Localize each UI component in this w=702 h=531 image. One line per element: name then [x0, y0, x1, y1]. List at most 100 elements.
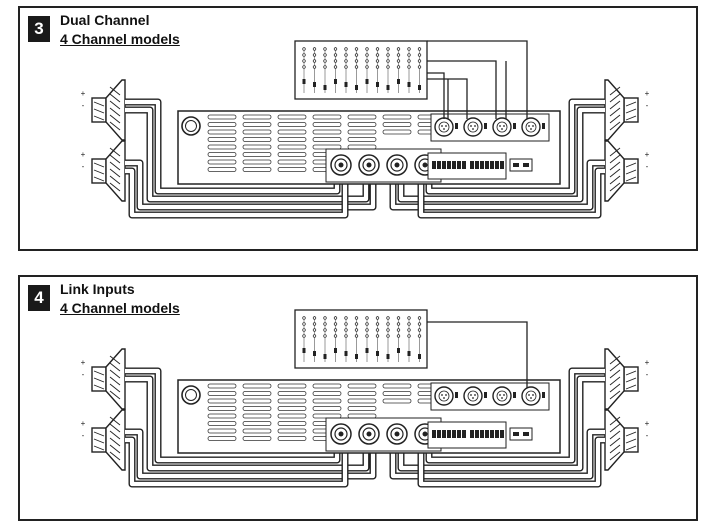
vent-slot [312, 114, 342, 120]
mixer-knob [354, 334, 359, 338]
vent-slot [347, 413, 377, 419]
mixer-fader [418, 85, 421, 90]
mixer-knob [417, 53, 422, 57]
mixer-knob [333, 59, 338, 63]
speaker-cone [604, 140, 625, 202]
speaker-plus-label: + [81, 150, 86, 159]
mixer-knob [323, 47, 327, 51]
vent-slot [277, 167, 307, 172]
dip-switch [470, 161, 474, 169]
mixer-knob [417, 322, 422, 326]
vent-slot [242, 391, 272, 396]
dip-switch [485, 161, 489, 169]
mixer-knob [344, 47, 348, 51]
speaker-hatch [109, 444, 121, 454]
mixer-fader [344, 351, 348, 356]
xlr-pin [530, 128, 532, 130]
mixer-knob [354, 59, 359, 63]
speaker-hatch [609, 376, 621, 386]
xlr-latch [542, 123, 545, 129]
xlr-input-face [496, 390, 508, 402]
vent-slot [277, 421, 307, 426]
dip-switch [490, 161, 494, 169]
vent-slot [347, 383, 377, 389]
mixer-knob [417, 316, 422, 320]
speaker-cone [105, 348, 126, 410]
dip-switch [452, 161, 456, 169]
speaker-hatch [609, 121, 621, 131]
dip-switch [500, 430, 504, 438]
speaker-hatch [109, 362, 121, 372]
mixer-knob [375, 47, 380, 51]
speaker-cable-core [125, 376, 369, 471]
speaker-hatch [625, 115, 637, 121]
speaker-hatch [93, 108, 105, 114]
mixer-knob [386, 47, 390, 51]
mixer-knob [344, 59, 348, 63]
input-cable [427, 72, 445, 119]
dip-switch [475, 430, 479, 438]
vent-slot [242, 122, 272, 127]
mixing-console [294, 309, 428, 369]
mixer-knob [417, 47, 422, 51]
speaker-hatch [625, 445, 637, 451]
vent-slot [277, 159, 307, 165]
speaker-cable-core [125, 368, 340, 463]
speaker-hatch [109, 86, 121, 96]
speaker-minus-label: - [82, 101, 85, 110]
xlr-pin [441, 125, 443, 127]
vent-slot [382, 129, 412, 135]
vent-slot [242, 398, 272, 404]
mixer-knob [333, 322, 338, 326]
mixer-knob [344, 328, 348, 332]
dip-switch [480, 161, 484, 169]
dip-switch [432, 161, 436, 169]
speaker-plus-label: + [645, 150, 650, 159]
mixer-knob [312, 59, 317, 63]
speaker-icon: +- [604, 348, 650, 410]
vent-slot [207, 413, 237, 419]
dip-switch [437, 430, 441, 438]
speaker-cable-core [125, 107, 369, 202]
speaker-hatch [109, 416, 121, 426]
xlr-pin [532, 394, 534, 396]
speaker-icon: +- [81, 409, 126, 471]
speaker-hatch [109, 369, 121, 379]
mixer-knob [386, 322, 390, 326]
speaker-plus-label: + [645, 419, 650, 428]
vent-slot [277, 398, 307, 404]
mixer-knob [354, 53, 359, 57]
mixer-knob [333, 65, 338, 69]
mixer-knob [396, 47, 401, 51]
speaker-cable-core [125, 168, 348, 218]
mixer-knob [417, 334, 422, 338]
mixer-knob [375, 334, 380, 338]
speaker-hatch [609, 390, 621, 400]
mixer-fader [386, 354, 390, 359]
mixer-knob [386, 53, 390, 57]
mixer-knob [344, 53, 348, 57]
mixer-knob [312, 53, 317, 57]
mixer-knob [312, 65, 317, 69]
speaker-hatch [609, 423, 621, 433]
dip-switch [500, 161, 504, 169]
vent-slot [277, 413, 307, 419]
xlr-latch [484, 392, 487, 398]
mixer-fader [313, 351, 316, 356]
speaker-cable-core [398, 376, 605, 471]
speaker-cable-core [390, 429, 605, 479]
vent-slot [347, 398, 377, 404]
speaker-icon: +- [604, 140, 650, 202]
mixer-fader [418, 354, 421, 359]
speaker-hatch [109, 355, 121, 365]
mixer-fader [407, 82, 411, 87]
vent-slot [242, 159, 272, 165]
vent-slot [207, 436, 237, 441]
speaker-hatch [609, 182, 621, 192]
mixer-fader [365, 79, 369, 84]
vent-slot [207, 152, 237, 157]
mixer-knob [375, 59, 380, 63]
mixer-fader [397, 79, 400, 84]
speaker-hatch [93, 169, 105, 175]
speaker-icon: +- [604, 409, 650, 471]
